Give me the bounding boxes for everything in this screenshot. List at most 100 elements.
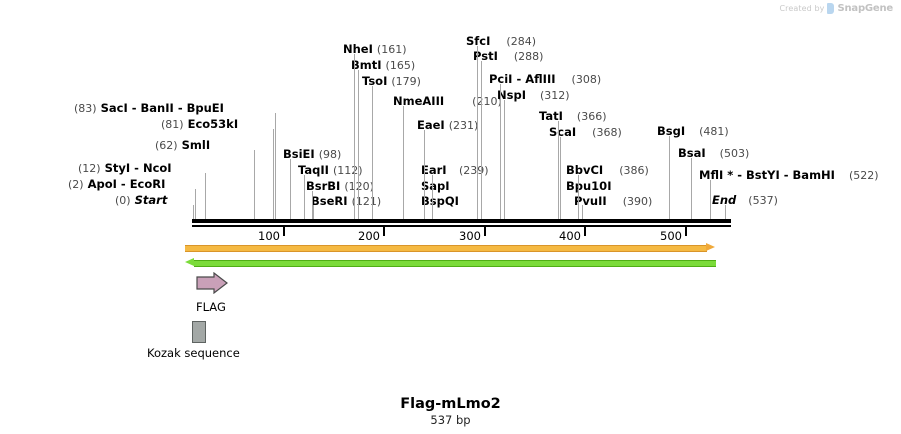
leader-line-bsiei [290,159,291,220]
leader-line-nhei [354,54,355,220]
ruler-tick-300 [484,227,486,236]
site-name: Bpu10I [566,179,612,193]
site-name: TaqII [298,163,329,177]
site-name: EcoRI [129,177,166,191]
site-name: NmeAIII [393,94,445,108]
site-label-start[interactable]: (0) Start [115,193,168,207]
site-name: SapI [421,179,450,193]
site-position: (368) [592,126,622,139]
site-position: (288) [513,50,544,63]
site-label-eaei[interactable]: EaeI (231) [417,119,478,132]
site-position: (308) [571,73,602,86]
site-name: ApoI [87,177,117,191]
site-position: (161) [376,43,407,56]
snapgene-logo-icon [827,3,835,14]
feature-kozak-box[interactable] [192,321,206,343]
forward-strand-arrow[interactable] [185,243,716,252]
site-label-nspi[interactable]: NspI (312) [497,88,570,102]
site-label-bseri[interactable]: BseRI (121) [311,195,381,208]
leader-line-end [725,205,726,220]
site-name: SmlI [181,138,211,152]
site-position: (81) [161,118,184,131]
ruler-label-400: 400 [559,229,581,243]
leader-line-tati [558,121,559,220]
site-label-bspqi[interactable]: BspQI [421,195,459,208]
site-label-nmeaiii[interactable]: NmeAIII (210) [393,94,502,108]
sequence-backbone[interactable] [192,219,731,223]
site-label-scai[interactable]: ScaI (368) [549,125,622,139]
ruler-tick-400 [584,227,586,236]
leader-line-bsrbi [312,191,313,220]
site-label-mfli-bstyi-bamhi[interactable]: MflI * - BstYI - BamHI (522) [699,168,879,182]
site-label-bsiei[interactable]: BsiEI (98) [283,147,342,161]
leader-line-scai [560,137,561,220]
site-position: (83) [74,102,97,115]
site-label-psti[interactable]: PstI (288) [473,50,544,63]
leader-line-mfli [710,180,711,220]
site-label-bpu10i[interactable]: Bpu10I [566,179,612,193]
site-label-bsrbi[interactable]: BsrBI (120) [306,180,374,193]
feature-flag-arrow[interactable] [196,272,228,294]
site-position: (179) [391,75,421,88]
site-label-sapi[interactable]: SapI [421,179,450,193]
site-name: TsoI [362,74,388,88]
feature-label-kozak: Kozak sequence [147,346,240,360]
site-label-smli[interactable]: (62) SmlI [155,138,211,152]
site-label-bbvci[interactable]: BbvCI (386) [566,163,649,177]
site-name: End [712,193,737,207]
site-label-taqii[interactable]: TaqII (112) [298,163,363,177]
site-label-bmti[interactable]: BmtI (165) [351,59,415,72]
site-position: (366) [576,110,607,123]
ruler-label-100: 100 [258,229,280,243]
leader-line-eari [432,175,433,220]
site-position: (98) [318,148,342,161]
site-label-nhei[interactable]: NheI (161) [343,43,407,56]
site-name: ScaI [549,125,577,139]
site-label-bsgi[interactable]: BsgI (481) [657,125,729,138]
site-name: NspI [497,88,526,102]
site-label-styi-ncoi[interactable]: (12) StyI - NcoI [78,161,172,175]
site-label-tati[interactable]: TatI (366) [539,109,607,123]
leader-line-bsai [691,158,692,220]
leader-line-tsoi [372,86,373,220]
site-label-apoi-ecori[interactable]: (2) ApoI - EcoRI [68,177,166,191]
site-position: (120) [344,180,374,193]
site-position: (2) [68,178,84,191]
site-label-eco53ki[interactable]: (81) Eco53kI [161,118,238,131]
site-label-saci-banii-bpuei[interactable]: (83) SacI - BanII - BpuEI [74,101,224,115]
leader-line-bmti [358,70,359,220]
site-name: AflIII [525,72,556,86]
leader-line-bbvci [578,175,579,220]
site-label-bsai[interactable]: BsaI (503) [678,147,750,160]
site-label-pvuii[interactable]: PvuII (390) [574,194,652,208]
ruler-tick-100 [283,227,285,236]
site-position: (503) [719,147,750,160]
site-label-pcii-afliii[interactable]: PciI - AflIII (308) [489,72,602,86]
reverse-strand-arrow[interactable] [185,258,716,267]
forward-strand-arrowhead-icon [706,243,715,251]
site-name: BbvCI [566,163,604,177]
leader-line-styi [205,173,206,220]
leader-line-smli [254,150,255,220]
site-position: (537) [748,194,778,207]
site-name: BsiEI [283,147,315,161]
site-label-end[interactable]: End (537) [712,193,778,207]
leader-line-eco53ki [273,129,274,220]
site-name: Start [134,193,168,207]
site-name: PvuII [574,194,607,208]
site-label-sfci[interactable]: SfcI (284) [466,35,536,48]
site-label-tsoi[interactable]: TsoI (179) [362,74,421,88]
site-label-eari[interactable]: EarI [421,164,447,177]
sequence-backbone-shadow [192,225,731,227]
site-name: TatI [539,109,563,123]
reverse-strand-arrowhead-icon [185,258,194,266]
sequence-length: 537 bp [430,413,471,427]
site-name: BstYI [746,168,780,182]
leader-line-eaei [424,130,425,220]
leader-line-apoi [195,189,196,220]
ruler-tick-500 [685,227,687,236]
site-name: BanII [140,101,174,115]
leader-line-pcii [500,84,501,220]
leader-line-nmeaiii [403,106,404,220]
